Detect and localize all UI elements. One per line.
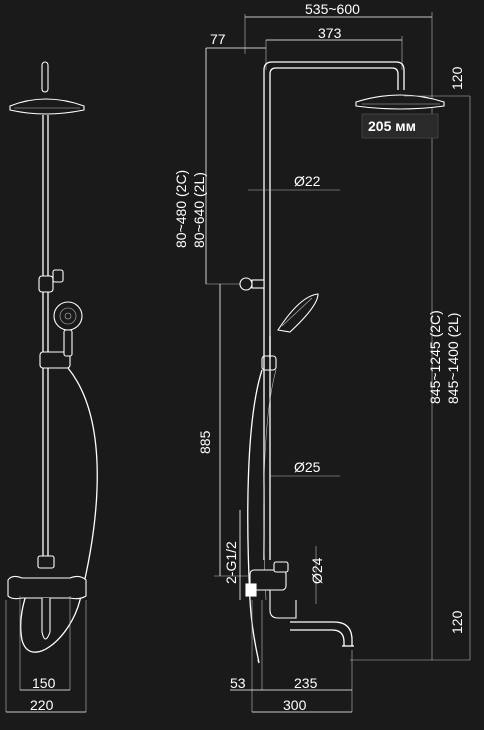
dim-53: 53 [230,675,246,691]
dim-d25: Ø25 [294,459,321,475]
dim-total-2c: 845~1245 (2C) [427,310,443,404]
dim-300: 300 [283,697,307,713]
head-size-badge: 205 мм [361,113,439,139]
head-size-label: 205 мм [368,118,416,134]
dim-adj-2c: 80~480 (2C) [173,170,189,248]
dim-total-2l: 845~1400 (2L) [445,313,461,404]
dim-235: 235 [294,675,318,691]
side-view [205,12,471,713]
dim-overall-width: 535~600 [305,1,360,17]
dim-head-drop-120: 120 [449,66,465,90]
dim-77: 77 [210,31,226,47]
dim-adj-2l: 80~640 (2L) [191,172,207,248]
dim-220: 220 [30,697,54,713]
dim-d22: Ø22 [294,173,321,189]
dim-spout-drop-120: 120 [449,610,465,634]
front-view [5,61,98,713]
dim-thread: 2-G1/2 [223,541,239,584]
dim-885: 885 [197,430,213,454]
dim-150: 150 [32,675,56,691]
dim-373: 373 [318,25,342,41]
dim-d24: Ø24 [309,557,325,584]
